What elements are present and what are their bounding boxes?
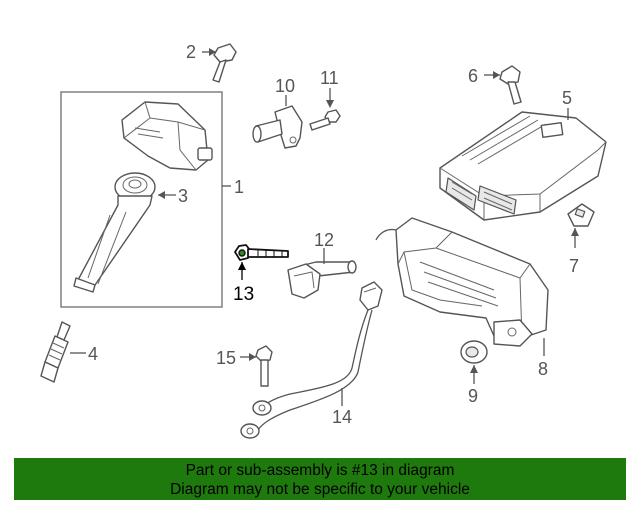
knock-sensor-harness[interactable] — [240, 281, 383, 439]
coil-boot[interactable] — [73, 172, 156, 293]
callout-11: 11 — [320, 68, 339, 88]
bolt-6[interactable] — [499, 65, 522, 105]
engine-control-module[interactable] — [439, 111, 607, 221]
nut-9[interactable] — [460, 340, 488, 364]
bracket-clip-7[interactable] — [567, 203, 595, 227]
callout-2: 2 — [186, 42, 196, 62]
callout-9: 9 — [468, 386, 478, 406]
spark-plug[interactable] — [40, 321, 71, 383]
bolt-2[interactable] — [212, 43, 237, 83]
callout-7: 7 — [569, 256, 579, 276]
ignition-coil-group-box — [60, 91, 223, 308]
callout-6: 6 — [468, 66, 478, 86]
banner-line-2: Diagram may not be specific to your vehi… — [170, 481, 470, 498]
sensor-10[interactable] — [252, 105, 303, 149]
sensor-12[interactable] — [287, 260, 357, 299]
bolt-11[interactable] — [309, 109, 341, 131]
banner-line-1: Part or sub-assembly is #13 in diagram — [185, 462, 455, 479]
bolt-13-highlighted[interactable] — [234, 244, 289, 261]
callout-5: 5 — [562, 88, 572, 108]
callout-12: 12 — [314, 230, 334, 250]
callout-1: 1 — [234, 177, 244, 197]
callout-3: 3 — [178, 186, 188, 206]
callout-4: 4 — [88, 344, 98, 364]
callout-10: 10 — [275, 76, 295, 96]
parts-diagram: 1 3 2 4 10 — [40, 42, 607, 439]
callout-14: 14 — [332, 407, 352, 427]
bolt-15[interactable] — [255, 345, 273, 387]
callout-8: 8 — [538, 359, 548, 379]
callout-13: 13 — [233, 284, 254, 305]
ignition-coil[interactable] — [121, 101, 213, 171]
part-info-banner: Part or sub-assembly is #13 in diagram D… — [14, 458, 626, 500]
callout-15: 15 — [216, 348, 236, 368]
module-bracket-8[interactable] — [375, 217, 549, 347]
